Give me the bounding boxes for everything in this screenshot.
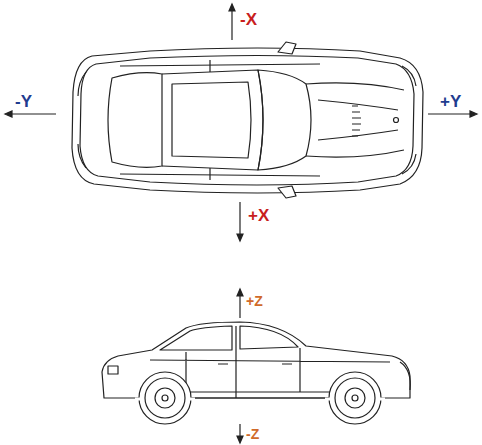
- hub-center: [162, 395, 168, 401]
- badge: [394, 118, 399, 123]
- car-body-inner: [80, 56, 414, 186]
- wheel-arch: [329, 372, 381, 424]
- roof: [162, 70, 263, 170]
- car-side-view: [102, 322, 410, 424]
- wheel: [335, 378, 375, 418]
- door-split: [209, 60, 210, 180]
- wheel-arch: [139, 372, 191, 424]
- axis-label-holder: +Y: [440, 93, 461, 111]
- door-line: [120, 64, 320, 176]
- rear-window-side: [160, 326, 232, 350]
- axis-label-holder: +Z: [246, 292, 263, 310]
- arrow-head: [237, 234, 243, 241]
- axis-arrow: [239, 202, 240, 236]
- bumper-front: [400, 362, 410, 390]
- hub-center: [352, 395, 358, 401]
- axis-arrow: [428, 113, 472, 114]
- axis-label-holder: +X: [248, 207, 269, 225]
- mirror: [278, 186, 296, 198]
- axis-label: +X: [248, 206, 269, 225]
- axis-arrow: [10, 113, 56, 114]
- axis-label-holder: -Z: [246, 425, 259, 443]
- car-body: [72, 48, 423, 193]
- grille: [352, 106, 361, 136]
- hood-crease: [318, 100, 398, 140]
- taillight-side: [108, 366, 118, 374]
- front-window-side: [240, 326, 298, 349]
- windshield: [258, 70, 311, 170]
- hub: [345, 388, 365, 408]
- arrow-head: [229, 4, 235, 11]
- arrow-head: [237, 436, 243, 443]
- sill: [188, 392, 330, 398]
- axis-arrow: [239, 294, 240, 318]
- mirror: [278, 42, 296, 54]
- wheel: [145, 378, 185, 418]
- axis-label-holder: -X: [240, 11, 257, 29]
- axis-arrows: [5, 4, 477, 443]
- hub: [155, 388, 175, 408]
- taillights: [78, 72, 86, 168]
- roof-panel: [172, 82, 251, 158]
- handles: [218, 363, 292, 364]
- hood-line: [306, 83, 404, 157]
- arrow-head: [5, 111, 12, 117]
- axis-label: +Z: [246, 293, 263, 309]
- axis-label: +Y: [440, 92, 461, 111]
- axis-arrow: [231, 9, 232, 40]
- headlights: [402, 66, 416, 174]
- axis-label: -X: [240, 10, 257, 29]
- axis-label: -Z: [246, 426, 259, 442]
- car-top-view: [72, 42, 423, 198]
- arrow-head: [470, 111, 477, 117]
- axis-label: -Y: [15, 92, 32, 111]
- arrow-head: [237, 289, 243, 296]
- axis-label-holder: -Y: [15, 93, 32, 111]
- rear-window: [108, 73, 162, 168]
